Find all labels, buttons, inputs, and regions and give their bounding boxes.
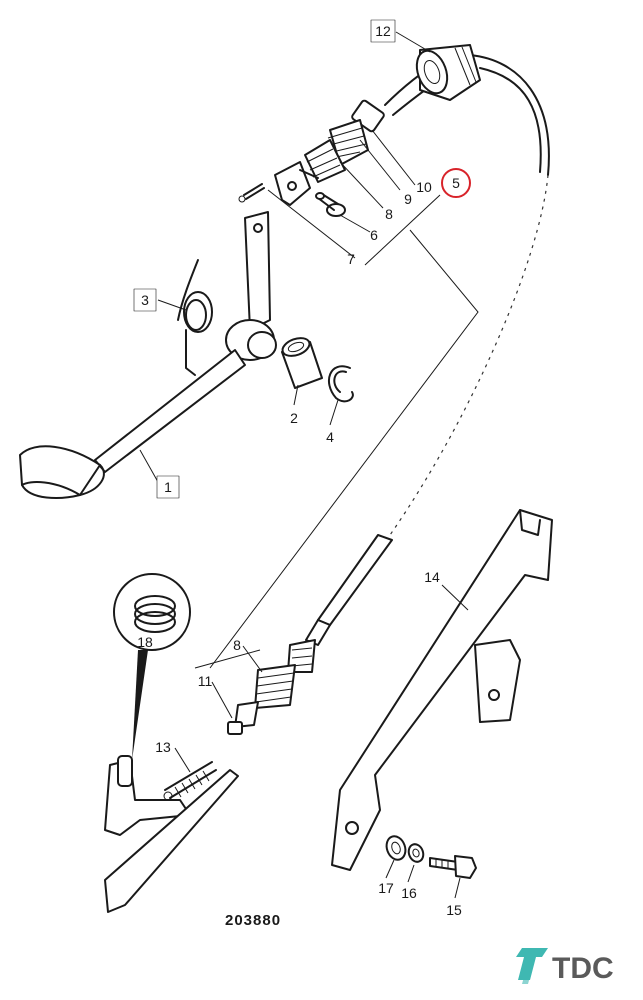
callout-3[interactable]: 3 <box>133 288 157 312</box>
clevis-pin-part-6[interactable] <box>315 192 346 217</box>
svg-text:6: 6 <box>370 227 378 243</box>
svg-text:13: 13 <box>155 739 171 755</box>
tdc-logo: TDC <box>516 948 614 985</box>
leader-lines <box>139 31 479 899</box>
callout-1[interactable]: 1 <box>156 475 180 499</box>
clevis-yoke[interactable] <box>274 161 319 206</box>
svg-text:17: 17 <box>378 880 394 896</box>
spring-part-18[interactable] <box>113 573 191 760</box>
callout-18[interactable]: 18 <box>137 634 153 650</box>
cable-end-boot-lower[interactable] <box>227 639 316 735</box>
lock-washer-part-16[interactable] <box>406 842 425 864</box>
split-pin[interactable] <box>238 183 265 203</box>
callout-15[interactable]: 15 <box>446 902 462 918</box>
svg-text:8: 8 <box>385 206 393 222</box>
callout-16[interactable]: 16 <box>401 885 417 901</box>
svg-text:11: 11 <box>198 673 213 689</box>
svg-text:4: 4 <box>326 429 334 445</box>
svg-text:10: 10 <box>416 179 432 195</box>
callout-9[interactable]: 9 <box>404 191 412 207</box>
svg-text:8: 8 <box>233 637 241 653</box>
svg-text:2: 2 <box>290 410 298 426</box>
spring-part-13[interactable] <box>163 761 217 801</box>
svg-text:5: 5 <box>452 175 460 191</box>
callout-5-highlighted[interactable]: 5 <box>441 168 471 198</box>
svg-text:16: 16 <box>401 885 417 901</box>
washer-part-17[interactable] <box>383 834 408 863</box>
svg-text:14: 14 <box>424 569 440 585</box>
callout-2[interactable]: 2 <box>290 410 298 426</box>
callout-13[interactable]: 13 <box>155 739 171 755</box>
return-spring-part-3[interactable] <box>177 259 213 376</box>
callout-11[interactable]: 11 <box>198 673 213 689</box>
callout-8-lower[interactable]: 8 <box>233 637 241 653</box>
callout-12[interactable]: 12 <box>370 19 396 43</box>
svg-text:3: 3 <box>141 292 149 308</box>
callout-14[interactable]: 14 <box>424 569 440 585</box>
svg-text:1: 1 <box>164 479 172 495</box>
bush-part-2[interactable] <box>280 335 323 389</box>
callout-8[interactable]: 8 <box>385 206 393 222</box>
svg-text:7: 7 <box>347 251 355 267</box>
cable-end-boot-upper[interactable] <box>304 99 385 183</box>
callout-6[interactable]: 6 <box>370 227 378 243</box>
drawing-number: 203880 <box>225 912 281 929</box>
callout-7[interactable]: 7 <box>347 251 355 267</box>
pedal-part-1[interactable] <box>19 211 277 499</box>
svg-text:12: 12 <box>375 23 391 39</box>
linkage-lever[interactable] <box>104 755 239 913</box>
callout-10[interactable]: 10 <box>416 179 432 195</box>
svg-text:9: 9 <box>404 191 412 207</box>
callout-4[interactable]: 4 <box>326 429 334 445</box>
bracket-part-14[interactable] <box>331 509 553 871</box>
circlip-part-4[interactable] <box>327 365 354 403</box>
cable-lower <box>305 174 549 646</box>
svg-text:15: 15 <box>446 902 462 918</box>
tdc-logo-text: TDC <box>552 952 614 985</box>
callout-labels: 12 10 9 8 6 7 5 3 2 4 <box>133 19 471 918</box>
grommet-part-12[interactable] <box>411 44 481 101</box>
svg-text:18: 18 <box>137 634 153 650</box>
callout-17[interactable]: 17 <box>378 880 394 896</box>
bolt-part-15[interactable] <box>429 855 477 879</box>
